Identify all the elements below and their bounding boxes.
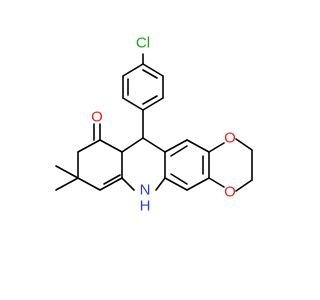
bond (99, 177, 123, 191)
bond (235, 179, 253, 192)
bond (186, 139, 210, 153)
bond (142, 137, 166, 153)
bond (122, 63, 144, 77)
bond (142, 69, 158, 79)
bond (155, 177, 166, 191)
bond (77, 177, 101, 191)
bond (122, 97, 144, 111)
bond (142, 97, 164, 111)
bond (164, 139, 188, 153)
bond (170, 145, 188, 157)
bond (235, 138, 253, 151)
bond (170, 173, 188, 185)
bond (186, 177, 210, 191)
bond (55, 165, 79, 179)
bond (55, 177, 79, 191)
bond-network (55, 53, 253, 192)
bond (142, 63, 164, 77)
bond (99, 139, 123, 153)
bond (121, 177, 135, 191)
bond (142, 95, 158, 105)
molecule-structure: Cl O O O N H (55, 35, 253, 215)
carbonyl-oxygen-atom: O (91, 109, 103, 126)
bond (103, 174, 121, 185)
bond (208, 177, 225, 188)
ether-oxygen-bottom: O (224, 184, 236, 201)
bond (77, 139, 101, 153)
bond (164, 177, 188, 191)
bond (121, 137, 144, 153)
chlorine-atom: Cl (136, 35, 150, 52)
atom-labels: Cl O O O N H (91, 35, 236, 215)
bond (208, 142, 225, 153)
amine-nitrogen-atom: N (140, 182, 151, 199)
ether-oxygen-top: O (224, 130, 236, 147)
amine-hydrogen-atom: H (140, 198, 151, 215)
